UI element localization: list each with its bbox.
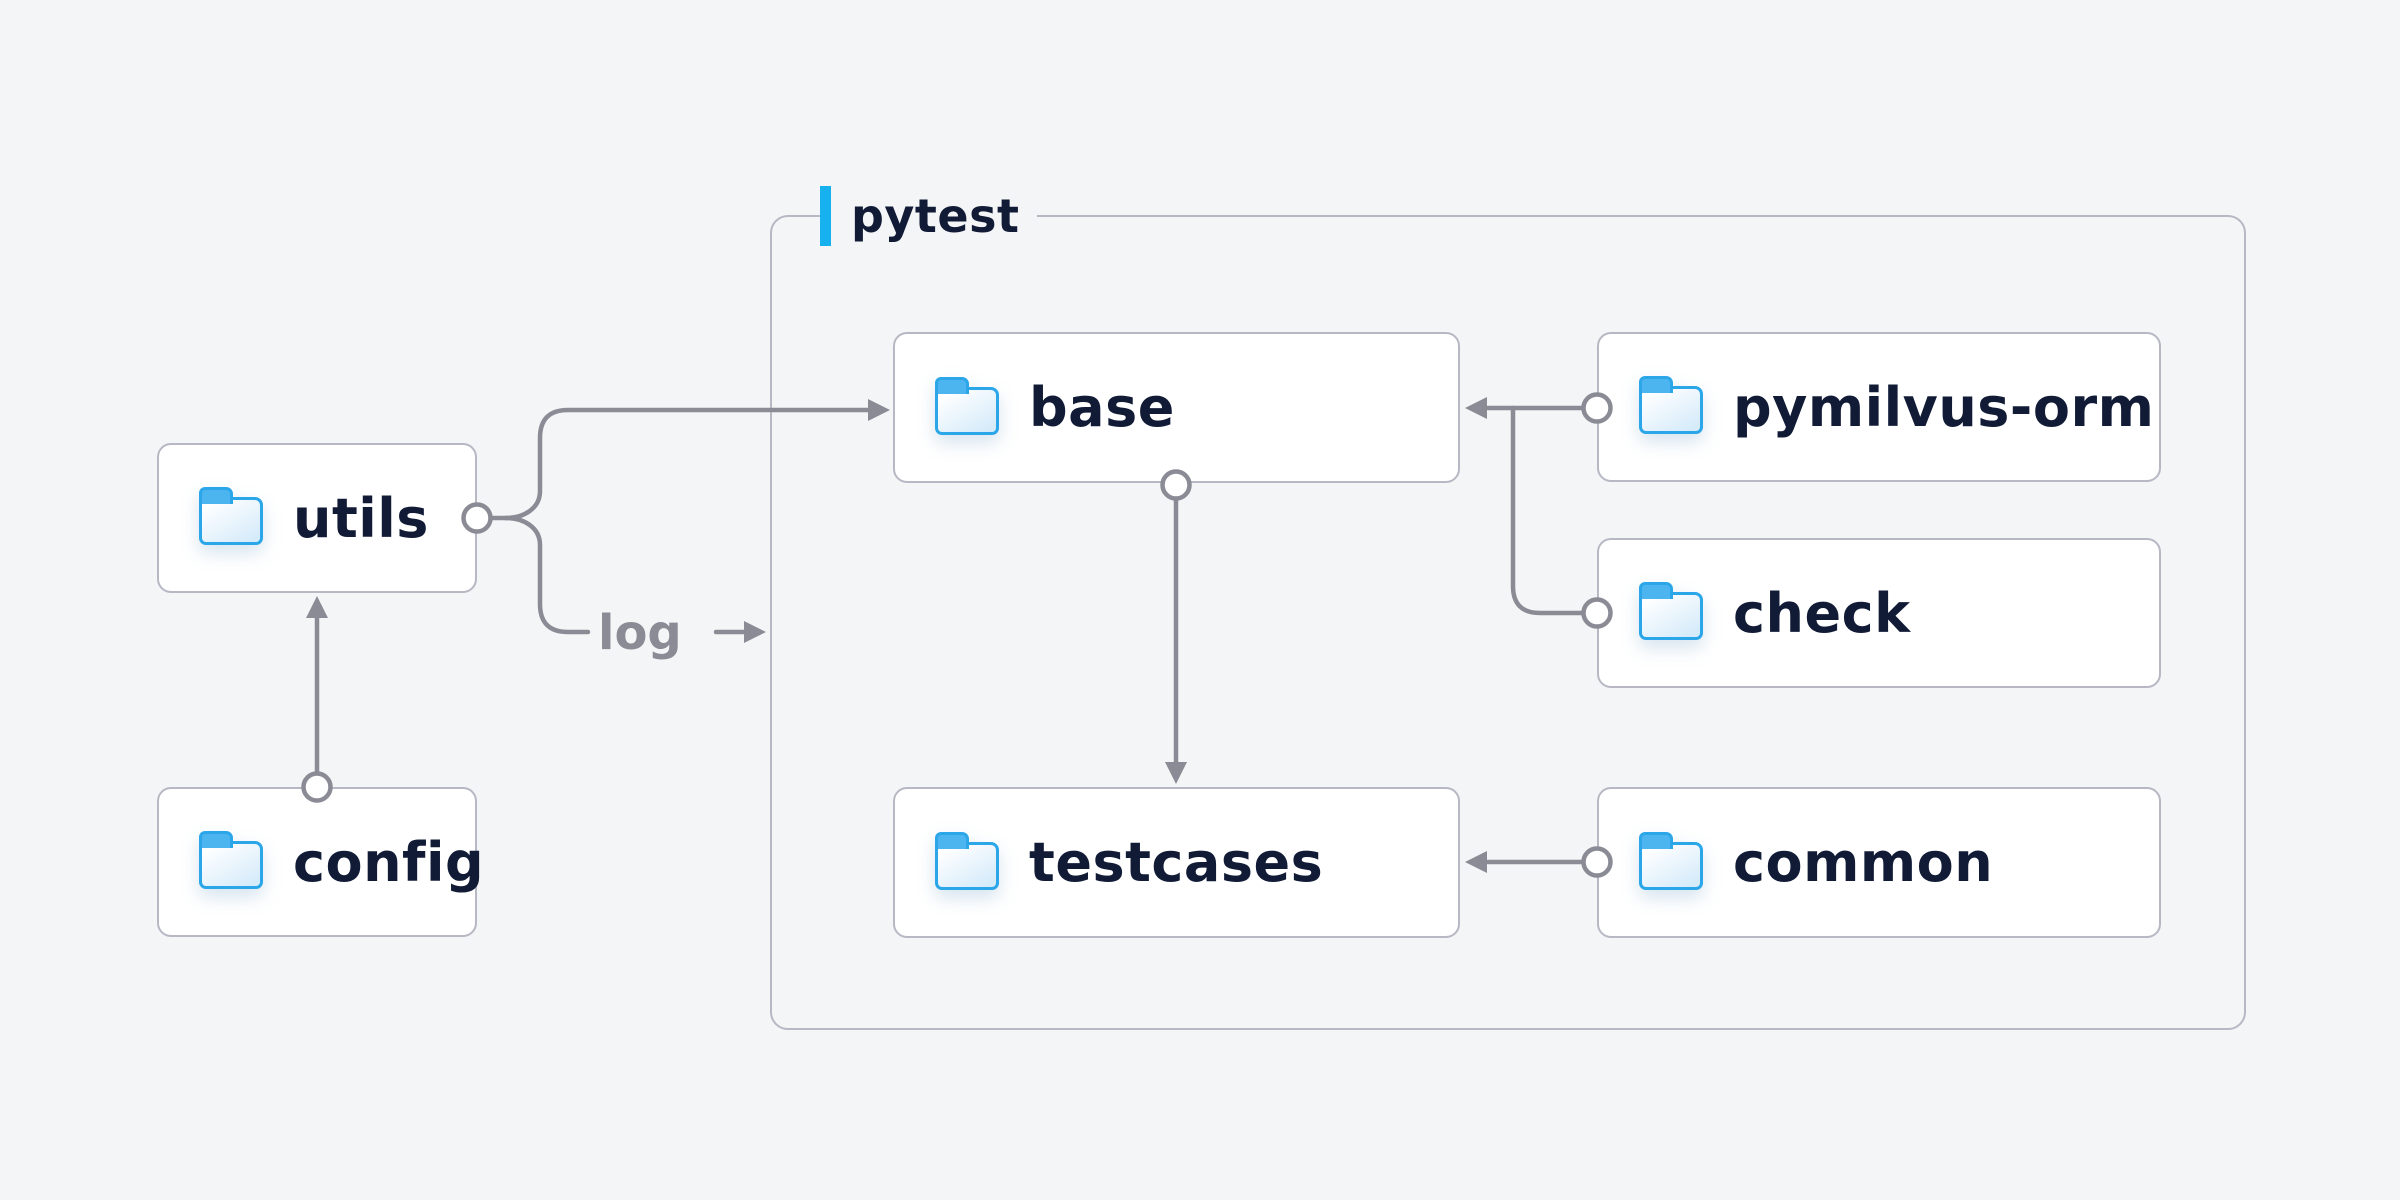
folder-icon (934, 831, 999, 890)
pytest-group-box (770, 215, 2246, 1030)
folder-icon (1638, 831, 1703, 890)
folder-icon (1638, 582, 1703, 640)
node-base: base (893, 332, 1460, 483)
folder-icon (1638, 376, 1703, 434)
node-label: config (293, 830, 485, 894)
accent-bar-icon (820, 186, 831, 246)
group-label-text: pytest (851, 189, 1020, 243)
node-label: pymilvus-orm (1733, 375, 2155, 439)
node-label: common (1733, 831, 1994, 894)
edge-check-base (1510, 405, 1587, 616)
node-config: config (157, 787, 484, 937)
node-common: common (1597, 787, 2161, 938)
edge-label-log: log (598, 605, 682, 661)
edge-utils-log (503, 515, 591, 635)
node-testcases: testcases (893, 787, 1460, 938)
pytest-group-label: pytest (820, 185, 1038, 247)
node-label: utils (293, 486, 429, 550)
node-label: testcases (1029, 831, 1324, 894)
node-label: base (1029, 376, 1175, 439)
node-pymilvus-orm: pymilvus-orm (1597, 332, 2161, 482)
node-label: check (1733, 581, 1911, 645)
folder-icon (198, 487, 263, 545)
edge-utils-base (503, 407, 875, 521)
node-utils: utils (157, 443, 477, 593)
folder-icon (198, 831, 263, 889)
folder-icon (934, 376, 999, 435)
node-check: check (1597, 538, 2161, 688)
